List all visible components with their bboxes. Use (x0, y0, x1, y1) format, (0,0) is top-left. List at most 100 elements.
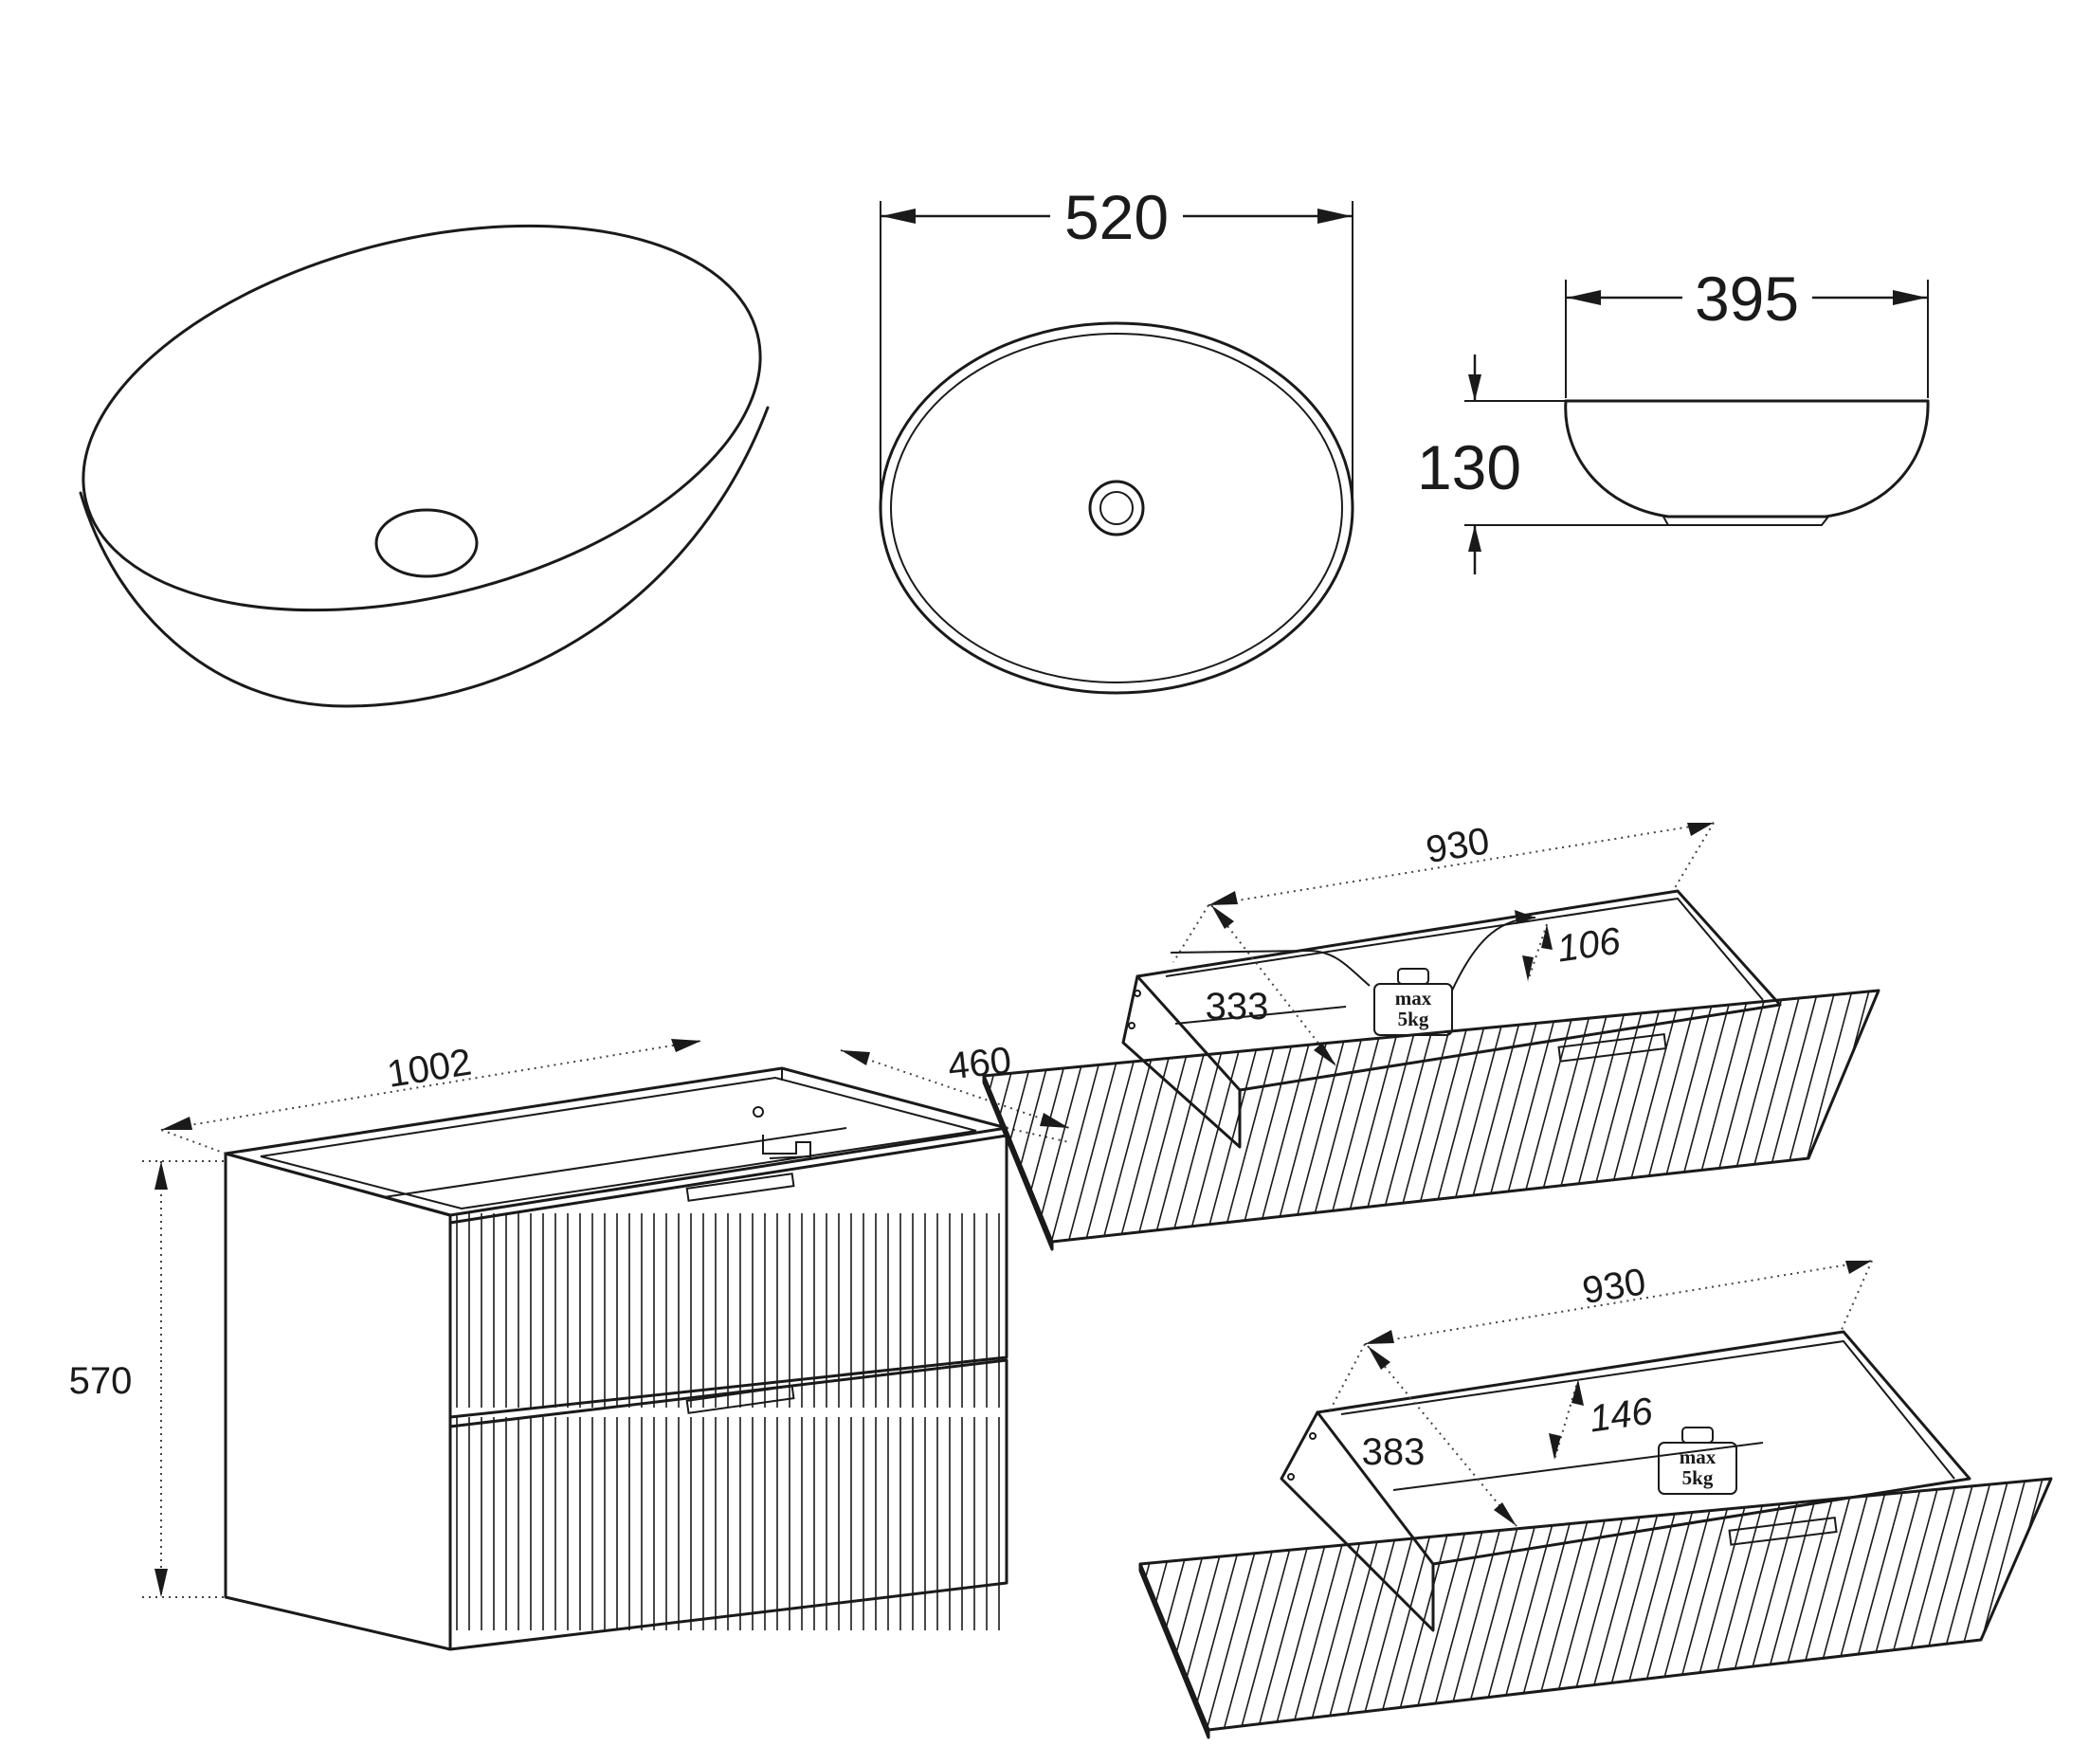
weight-max-label: max (1395, 987, 1432, 1009)
upper-drawer-side (1121, 974, 1242, 1149)
cabinet-side-panel (224, 1152, 452, 1651)
cabinet-top-opening (224, 1066, 1008, 1217)
arrow-head (1368, 1346, 1390, 1370)
flute-line (1140, 1479, 1177, 1730)
flute-line (1626, 991, 1703, 1242)
cabinet-bottom-drawer-front (448, 1358, 1008, 1651)
arrow-head (881, 209, 916, 224)
flute-line (1338, 1479, 1416, 1730)
basin-perspective-view (79, 224, 770, 708)
flute-line (1662, 1479, 1740, 1730)
drain-inner-ring (1099, 491, 1134, 525)
flute-line (1140, 1479, 1160, 1730)
flute-line (1711, 991, 1789, 1242)
weight-badge-handle (1681, 1427, 1714, 1444)
mount-hole-icon (1128, 1022, 1135, 1029)
flute-line (1935, 1479, 2013, 1730)
lower-drawer-height-label: 146 (1587, 1391, 1656, 1441)
cabinet-top-drawer-front (448, 1134, 1008, 1419)
flute-line (1970, 1479, 2047, 1730)
load-arrow-left (1170, 949, 1371, 987)
upper-drawer-height-label: 106 (1554, 920, 1624, 971)
arrow-head (154, 1569, 168, 1597)
extension-line (1006, 1127, 1070, 1143)
lower-drawer-inner-floor (1392, 1442, 1764, 1491)
flute-line (1011, 991, 1089, 1242)
flute-line (1816, 1479, 1894, 1730)
flute-line (1151, 1479, 1228, 1730)
flute-line (1097, 991, 1174, 1242)
basin-side-view: 395 130 (1417, 264, 1930, 574)
arrow-head (1040, 1113, 1069, 1128)
dimension-line (160, 1040, 702, 1131)
flute-line (1577, 1479, 1655, 1730)
flute-line (1287, 1479, 1365, 1730)
flute-line (1728, 991, 1806, 1242)
arrow-head (161, 1117, 192, 1130)
flute-line (1694, 991, 1771, 1242)
basin-side-foot (1662, 516, 1829, 526)
extension-line (1840, 1260, 1873, 1333)
arrow-head (1845, 1261, 1872, 1274)
cabinet-depth-label: 460 (946, 1040, 1013, 1088)
basin-top-view: 520 (879, 182, 1354, 695)
flute-line (1523, 991, 1601, 1242)
flute-line (1953, 1479, 2030, 1730)
arrow-head (1211, 905, 1234, 929)
flute-line (1318, 991, 1396, 1242)
cabinet-top-drawer-flutes (456, 1213, 1000, 1408)
arrow-head (1494, 1502, 1517, 1526)
arrow-head (1365, 1330, 1394, 1344)
arrow-head (1468, 525, 1481, 552)
flute-line (1304, 1479, 1382, 1730)
arrow-head (1893, 290, 1927, 305)
arrow-head (1549, 1433, 1561, 1460)
arrow-head (1468, 374, 1481, 401)
flute-line (1867, 1479, 1945, 1730)
flute-line (1321, 1479, 1399, 1730)
mount-hole-icon (753, 1106, 764, 1118)
basin-top-outer-rim (879, 321, 1354, 695)
flute-line (1833, 1479, 1911, 1730)
upper-drawer-depth-label: 333 (1206, 986, 1269, 1027)
arrow-head (1567, 290, 1601, 305)
lower-drawer-inner-edge (1340, 1339, 1955, 1480)
dimension-line (840, 1049, 1070, 1129)
lower-drawer-handle (1728, 1516, 1838, 1546)
upper-drawer-front (982, 989, 1880, 1244)
upper-drawer-view: max 5kg 930 333 106 (982, 820, 1880, 1251)
flute-line (1918, 1479, 1996, 1730)
dimension-line (1527, 923, 1548, 982)
flute-line (1645, 1479, 1723, 1730)
flute-line (1202, 1479, 1280, 1730)
flute-line (1901, 1479, 1979, 1730)
basin-drain-hole (374, 508, 479, 578)
flute-line (1594, 1479, 1672, 1730)
lower-drawer-view: max 5kg 930 383 146 (1138, 1260, 2053, 1739)
flute-line (1884, 1479, 1962, 1730)
flute-line (1140, 1479, 1143, 1730)
flute-line (1475, 1479, 1553, 1730)
lower-drawer-front (1138, 1477, 2053, 1732)
extension-line (1328, 1343, 1366, 1413)
weight-value-label: 5kg (1398, 1008, 1429, 1030)
cabinet-inner-edge (260, 1076, 977, 1210)
flute-line (1284, 991, 1362, 1242)
flute-line (1697, 1479, 1774, 1730)
flute-line (1796, 991, 1874, 1242)
flute-line (1987, 1479, 2051, 1730)
flute-line (1458, 1479, 1535, 1730)
flute-line (1421, 991, 1499, 1242)
flute-line (1608, 991, 1686, 1242)
bottom-drawer-handle (685, 1385, 795, 1414)
lower-drawer-box-top (1316, 1330, 1971, 1566)
flute-line (1080, 991, 1157, 1242)
siphon-bracket-icon (762, 1135, 811, 1159)
arrow-head (1571, 1379, 1584, 1406)
flute-line (1455, 991, 1533, 1242)
mount-hole-icon (1309, 1432, 1317, 1440)
flute-line (984, 991, 1004, 1242)
cabinet-height-label: 570 (69, 1360, 133, 1402)
flute-line (1850, 1479, 1928, 1730)
